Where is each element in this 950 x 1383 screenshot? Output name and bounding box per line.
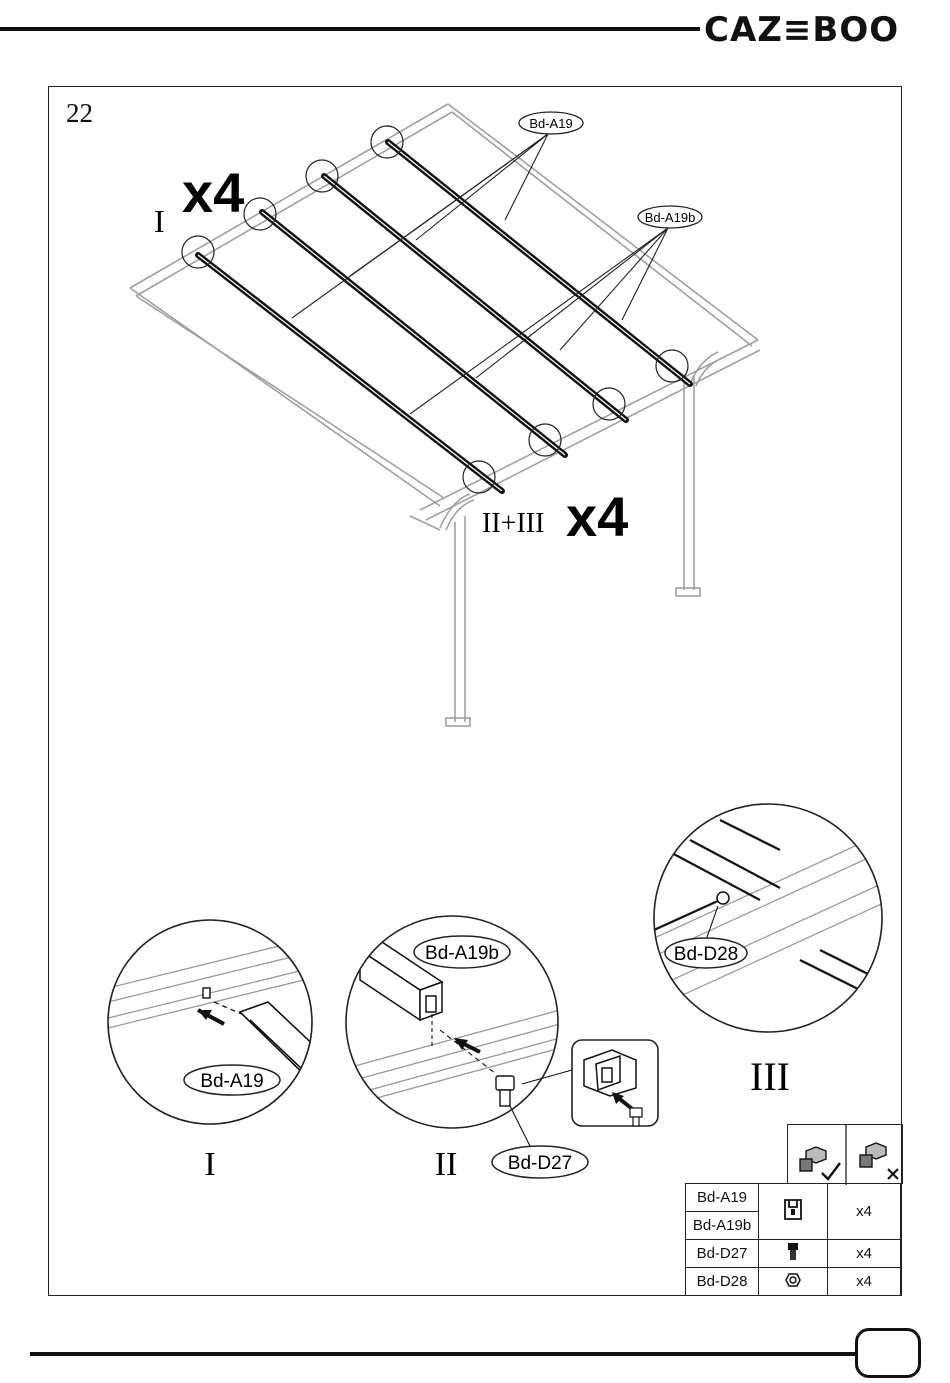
detail-iii-label: III	[750, 1054, 790, 1099]
clip-icon	[759, 1184, 828, 1240]
part-qty: x4	[828, 1268, 901, 1296]
part-code: Bd-D28	[686, 1268, 759, 1296]
nut-icon	[759, 1268, 828, 1296]
table-row: Bd-D28 x4	[686, 1268, 901, 1296]
detail-i: Bd-A19 I	[100, 920, 340, 1183]
table-row: Bd-D27 x4	[686, 1240, 901, 1268]
detail-iii-part: Bd-D28	[674, 944, 738, 965]
detail-ii: Bd-A19b Bd-D27 II	[340, 916, 658, 1183]
detail-ii-part-bottom: Bd-D27	[508, 1153, 572, 1174]
part-qty: x4	[828, 1240, 901, 1268]
detail-iii: Bd-D28 III	[650, 804, 890, 1099]
overview-label-roman-23: II+III	[482, 508, 544, 539]
part-code: Bd-D27	[686, 1240, 759, 1268]
purlins	[198, 142, 690, 491]
detail-i-part: Bd-A19	[200, 1071, 263, 1092]
svg-text:Bd-A19: Bd-A19	[529, 116, 572, 131]
svg-text:Bd-A19b: Bd-A19b	[645, 210, 696, 225]
part-code: Bd-A19	[686, 1184, 759, 1212]
bolt-check-icon	[800, 1147, 840, 1179]
overview-label-roman-1: I	[154, 203, 165, 239]
page-number-tab	[855, 1328, 921, 1378]
part-qty: x4	[828, 1184, 901, 1240]
overview-qty-23: x4	[566, 485, 628, 548]
torque-hint	[787, 1124, 903, 1184]
footer-rule	[30, 1352, 856, 1356]
callout-bd-a19: Bd-A19	[292, 112, 583, 318]
table-row: Bd-A19 x4	[686, 1184, 901, 1212]
detail-i-label: I	[204, 1146, 215, 1183]
part-code: Bd-A19b	[686, 1212, 759, 1240]
detail-ii-label: II	[435, 1146, 458, 1183]
detail-ii-part-top: Bd-A19b	[425, 943, 499, 964]
parts-table: Bd-A19 x4 Bd-A19b Bd-D27 x4 Bd-D28 x4	[685, 1183, 901, 1296]
bolt-icon	[759, 1240, 828, 1268]
bolt-cross-icon	[860, 1143, 898, 1179]
overview-qty-1: x4	[182, 161, 244, 224]
callout-bd-a19b: Bd-A19b	[410, 206, 702, 414]
